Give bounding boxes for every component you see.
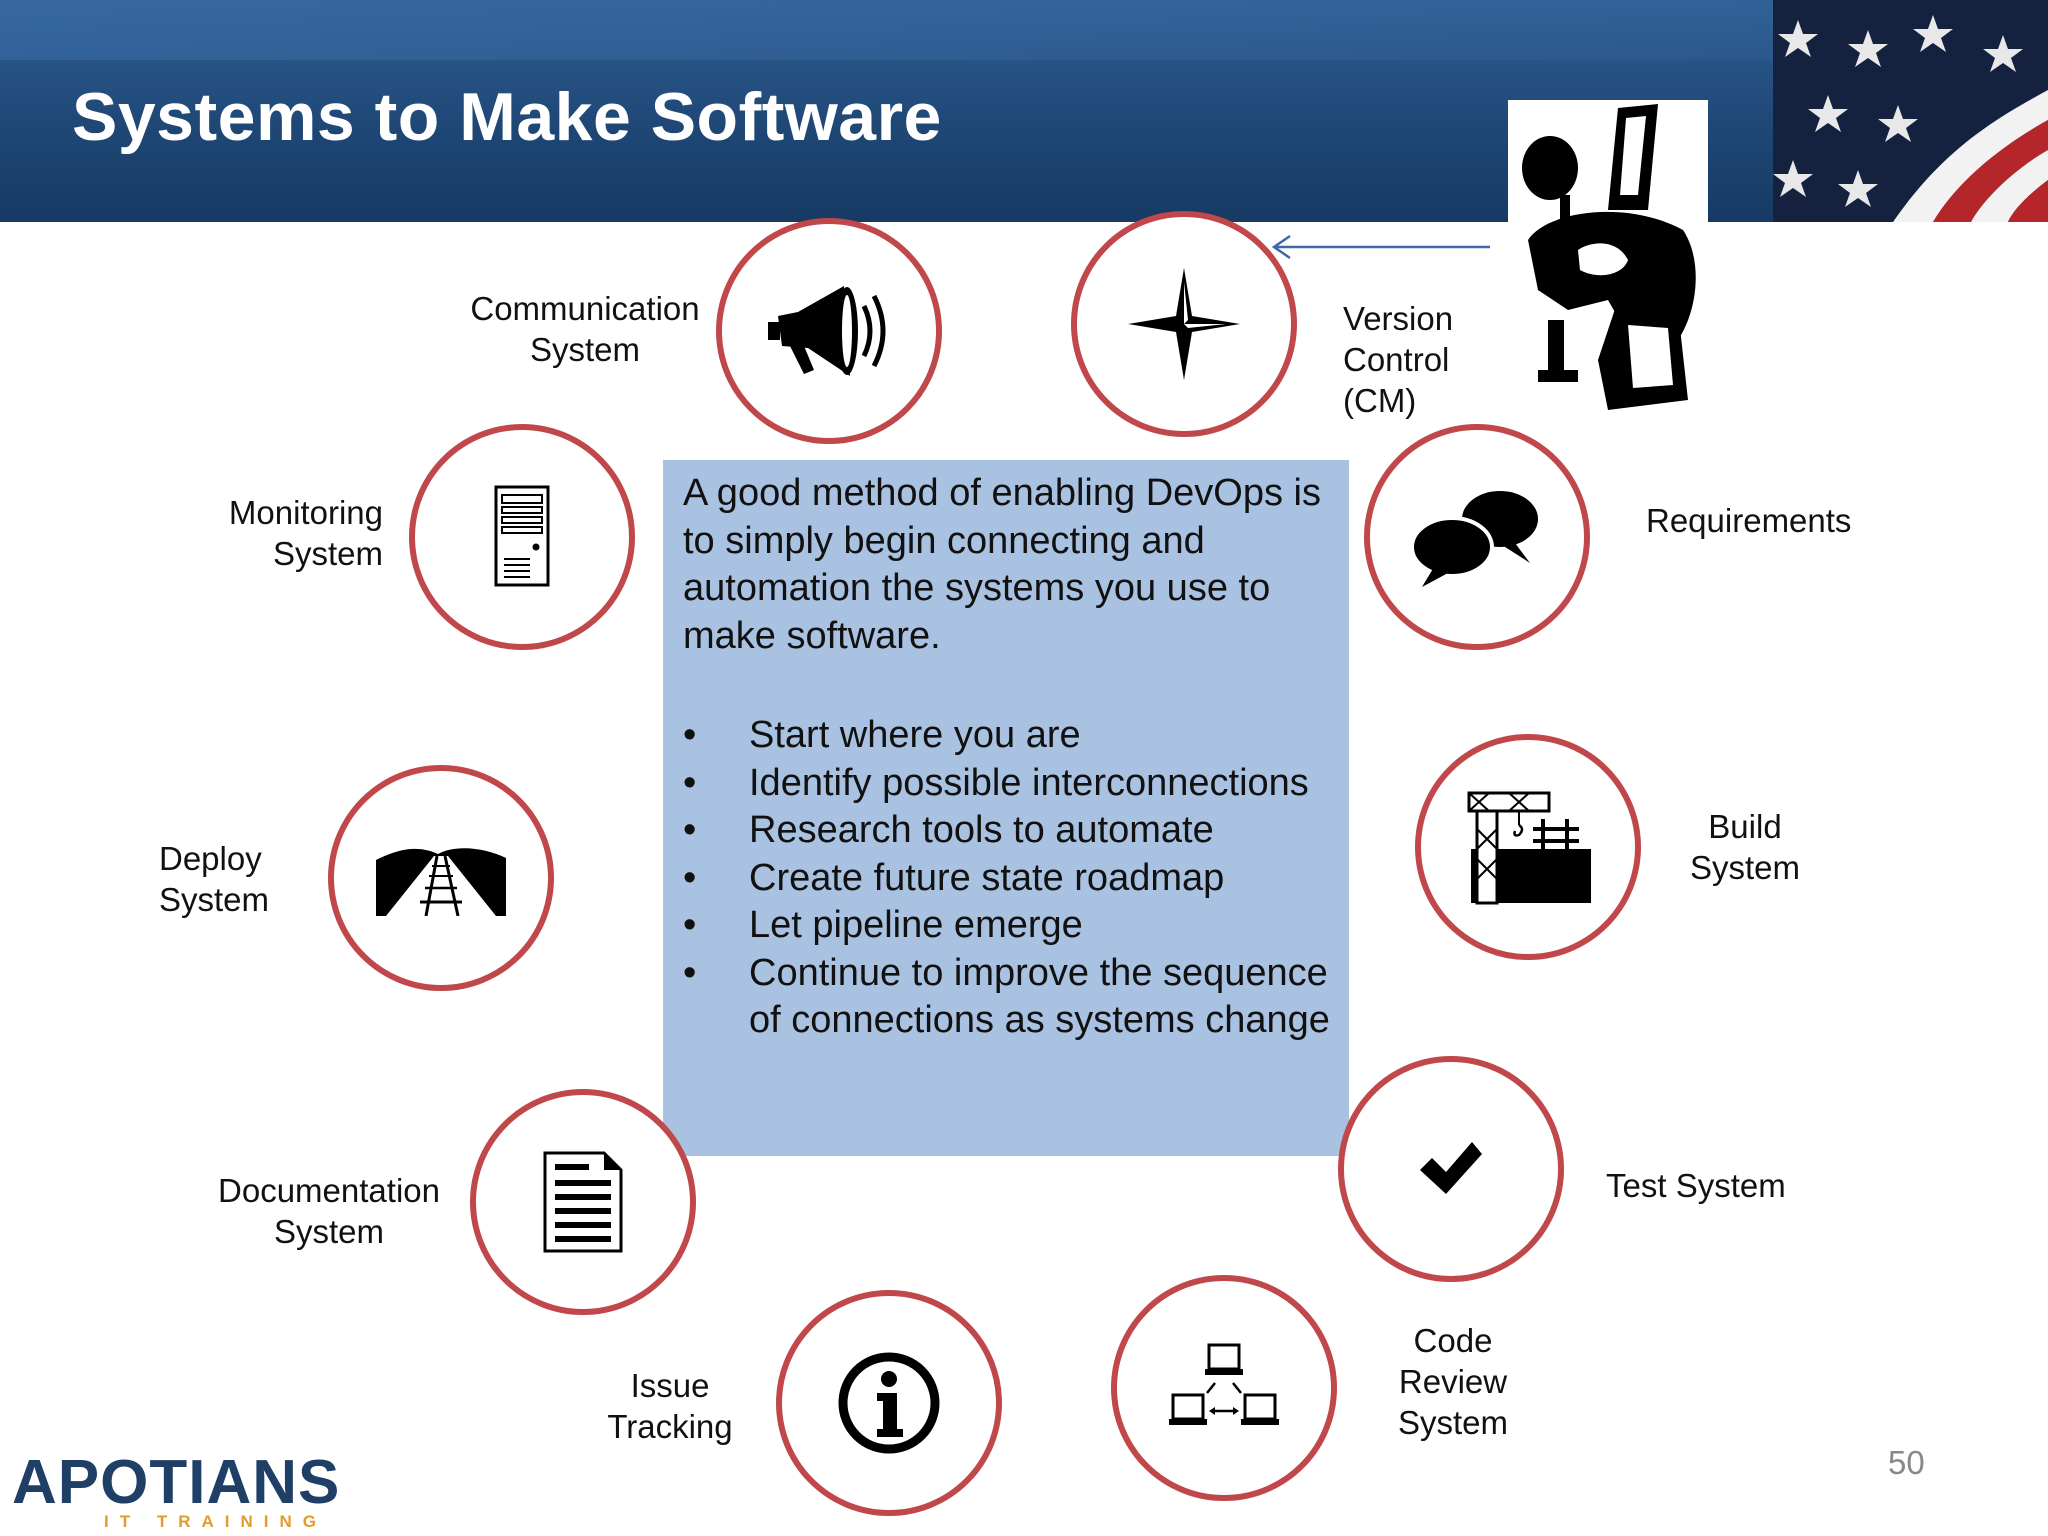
test-system-label: Test System xyxy=(1606,1165,1816,1206)
requirements-node[interactable] xyxy=(1364,424,1590,650)
railroad-track-icon xyxy=(376,840,506,916)
issue-tracking-label: Issue Tracking xyxy=(591,1365,749,1447)
monitoring-system-label: Monitoring System xyxy=(180,492,383,574)
logo-tagline: IT TRAINING xyxy=(104,1512,340,1532)
checkmark-icon xyxy=(1416,1134,1486,1204)
test-system-node[interactable] xyxy=(1338,1056,1564,1282)
page-number: 50 xyxy=(1888,1444,1925,1482)
us-flag-image xyxy=(1773,0,2048,222)
arrow-icon xyxy=(1270,232,1492,262)
communication-system-label: Communication System xyxy=(462,288,708,370)
documentation-system-label: Documentation System xyxy=(200,1170,458,1252)
code-review-label: Code Review System xyxy=(1378,1320,1528,1443)
version-control-node[interactable] xyxy=(1071,211,1297,437)
list-item: •Start where you are xyxy=(683,712,1343,760)
version-control-label: Version Control (CM) xyxy=(1343,298,1503,421)
monitoring-system-node[interactable] xyxy=(409,424,635,650)
build-system-node[interactable] xyxy=(1415,734,1641,960)
list-item: •Research tools to automate xyxy=(683,807,1343,855)
deploy-system-node[interactable] xyxy=(328,765,554,991)
devops-text-panel: A good method of enabling DevOps is to s… xyxy=(663,460,1349,1156)
requirements-label: Requirements xyxy=(1646,500,1886,541)
list-item: •Create future state roadmap xyxy=(683,855,1343,903)
panel-intro-text: A good method of enabling DevOps is to s… xyxy=(683,470,1343,660)
code-review-node[interactable] xyxy=(1111,1275,1337,1501)
list-item: •Identify possible interconnections xyxy=(683,760,1343,808)
document-icon xyxy=(542,1150,624,1254)
logo-wordmark: APOTIANS xyxy=(12,1452,340,1514)
slide-title: Systems to Make Software xyxy=(72,78,942,156)
network-computers-icon xyxy=(1169,1343,1279,1433)
build-system-label: Build System xyxy=(1665,806,1825,888)
robot-image xyxy=(1508,100,1708,410)
communication-system-node[interactable] xyxy=(716,218,942,444)
deploy-system-label: Deploy System xyxy=(159,838,299,920)
speech-bubbles-icon xyxy=(1412,487,1542,587)
info-icon xyxy=(837,1351,941,1455)
compass-star-icon xyxy=(1124,264,1244,384)
construction-crane-icon xyxy=(1463,789,1593,905)
issue-tracking-node[interactable] xyxy=(776,1290,1002,1516)
list-item: •Continue to improve the sequence of con… xyxy=(683,950,1343,1045)
server-tower-icon xyxy=(492,485,552,589)
megaphone-icon xyxy=(764,276,894,386)
apotians-logo: APOTIANS IT TRAINING xyxy=(12,1452,340,1532)
documentation-system-node[interactable] xyxy=(470,1089,696,1315)
list-item: •Let pipeline emerge xyxy=(683,902,1343,950)
panel-bullet-list: •Start where you are •Identify possible … xyxy=(683,712,1343,1045)
